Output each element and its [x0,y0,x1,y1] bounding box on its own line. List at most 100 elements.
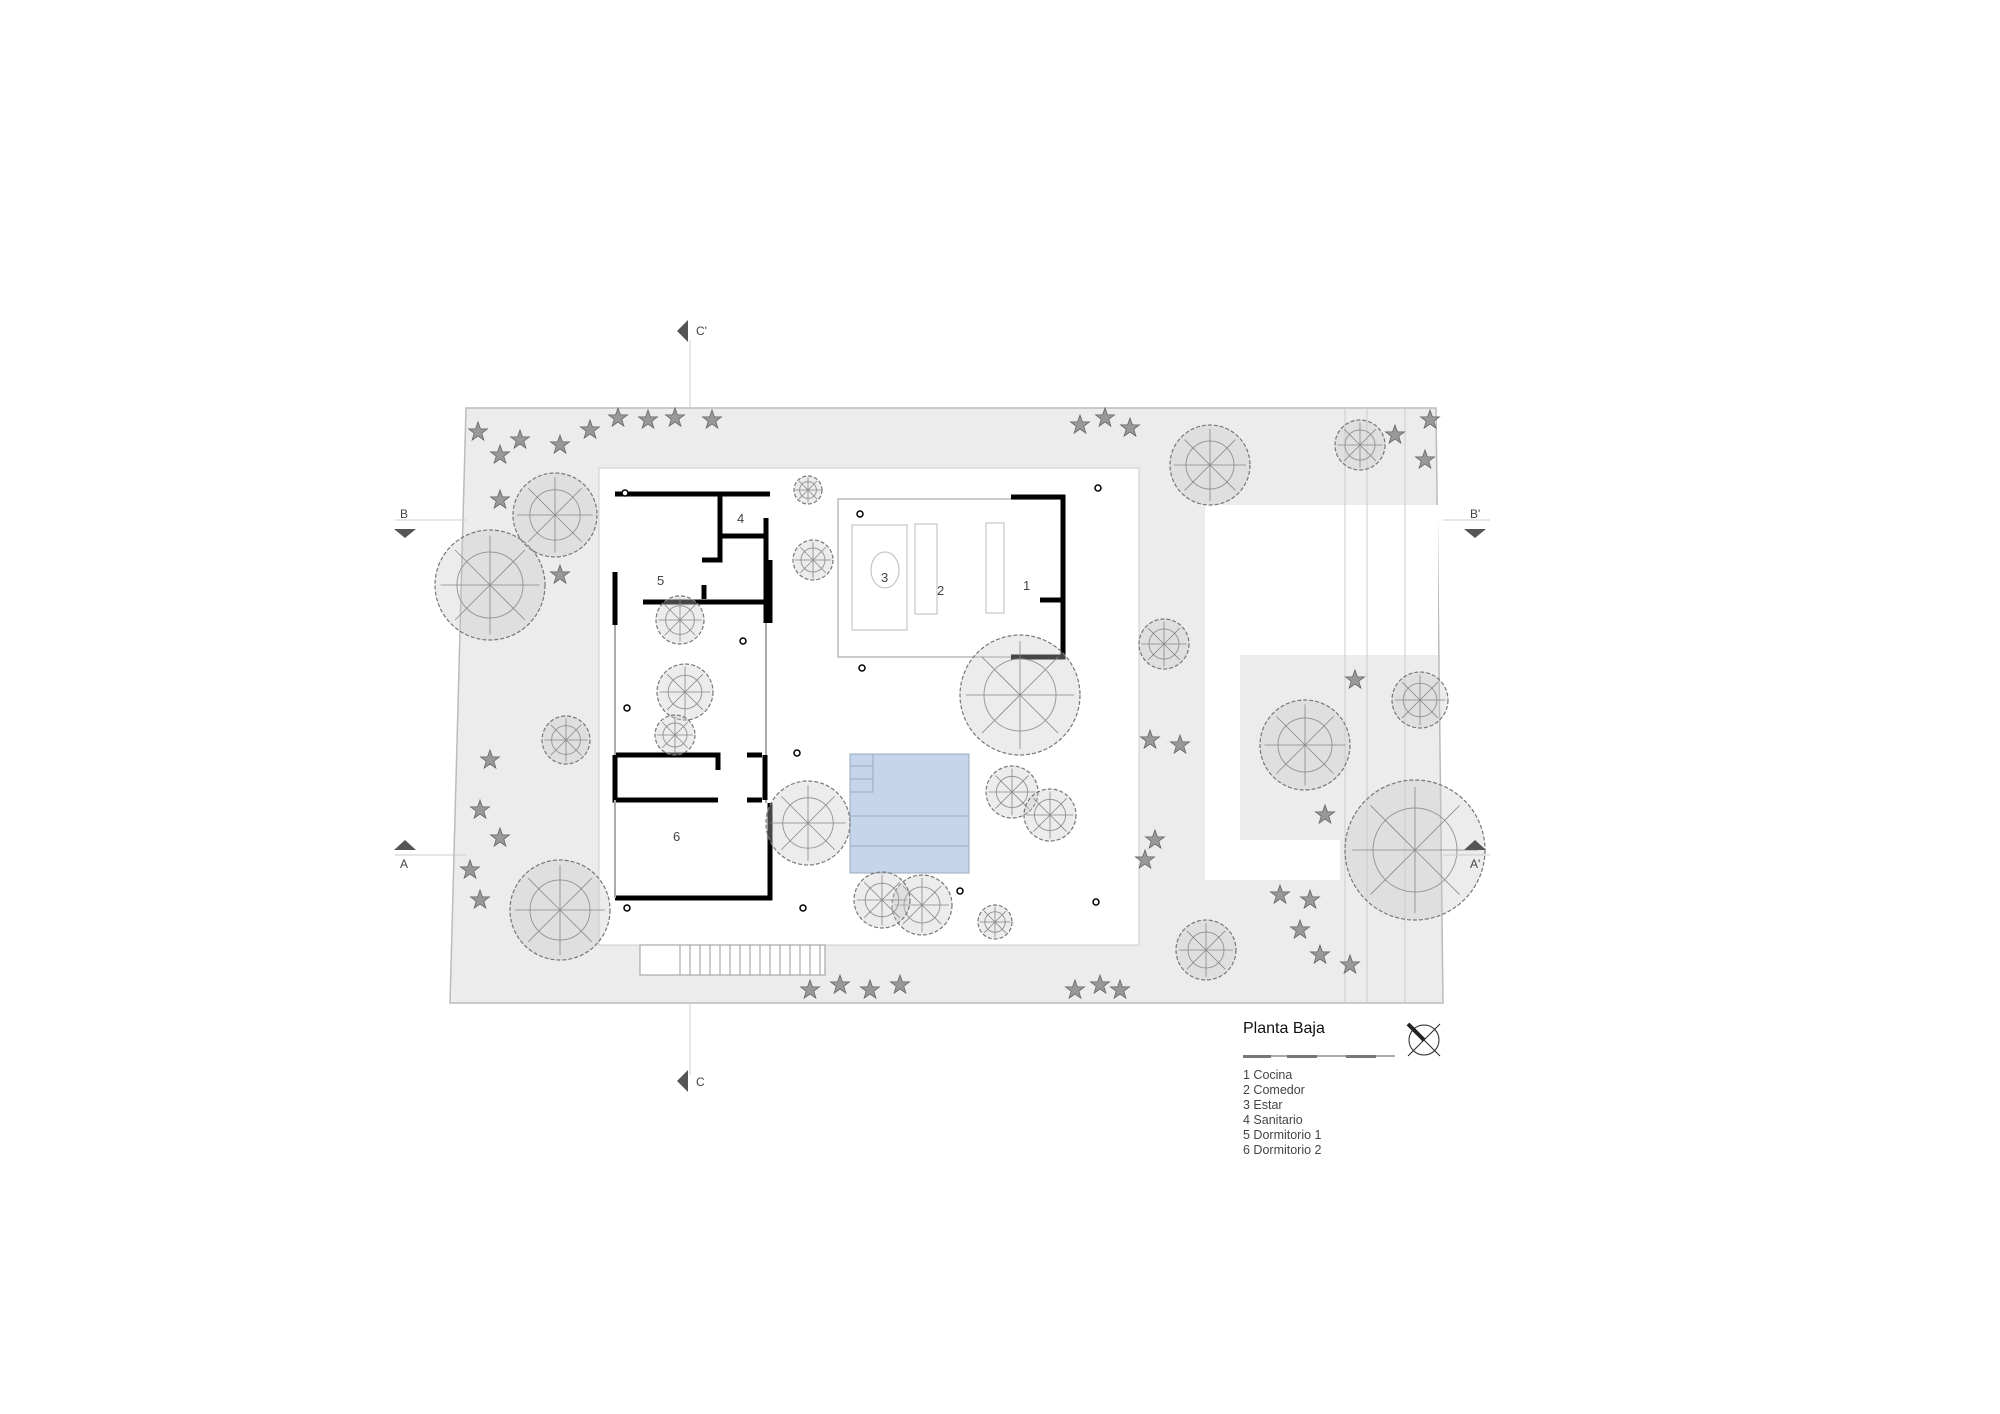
shrub-icon [1119,416,1141,438]
room-number-5: 5 [657,573,664,588]
pool-steps [850,754,969,847]
shrub-icon [1314,803,1336,825]
legend-item: 6 Dormitorio 2 [1243,1143,1322,1157]
shrub-icon [607,406,629,428]
shrub-icon [1109,978,1131,1000]
columns [621,484,1102,912]
shrub-icon [1299,888,1321,910]
shrub-icon [1064,978,1086,1000]
section-label-b-left: B [400,507,408,521]
shrub-icon [829,973,851,995]
column [799,904,807,912]
column [956,887,964,895]
section-label-c-top: C' [696,324,707,338]
section-marker-icon [394,529,416,538]
shrub-icon [701,408,723,430]
shrub-icon [1139,728,1161,750]
tree-icon [891,874,953,936]
shrub-icon [1344,668,1366,690]
shrub-icon [637,408,659,430]
shrub-icon [664,406,686,428]
glazing [614,623,767,898]
tree-icon [985,765,1039,819]
column [623,904,631,912]
tree-icon [793,475,823,505]
tree-icon [1334,419,1386,471]
shrub-icon [1309,943,1331,965]
column [1094,484,1102,492]
column [1092,898,1100,906]
shrub-icon [1384,423,1406,445]
legend-item: 1 Cocina [1243,1068,1293,1082]
tree-icon [1138,618,1190,670]
tree-icon [792,539,834,581]
scale-bar-icon [1243,1055,1395,1058]
shrub-icon [1419,408,1441,430]
shrub-icon [509,428,531,450]
room-number-1: 1 [1023,578,1030,593]
room-number-6: 6 [673,829,680,844]
column [739,637,747,645]
tree-icon [1169,424,1251,506]
section-marker-icon [394,840,416,850]
legend-item: 5 Dormitorio 1 [1243,1128,1322,1142]
tree-icon [434,529,546,641]
pool [849,753,970,874]
plan-title: Planta Baja [1243,1020,1325,1037]
trees [434,406,1486,1000]
shrub-icon [549,433,571,455]
tree-icon [656,663,714,721]
tree-icon [512,472,598,558]
section-label-a-right: A' [1470,857,1480,871]
shrub-icon [469,888,491,910]
tree-icon [977,904,1013,940]
entry-stairs [639,944,826,976]
section-marker-icon [677,320,688,342]
legend-item: 3 Estar [1243,1098,1283,1112]
shrub-icon [489,443,511,465]
tree-icon [1175,919,1237,981]
column [793,749,801,757]
shrub-icon [469,798,491,820]
legend-item: 4 Sanitario [1243,1113,1303,1127]
shrub-icon [1134,848,1156,870]
shrub-icon [467,420,489,442]
legend-item: 2 Comedor [1243,1083,1305,1097]
tree-icon [1259,699,1351,791]
section-marker-icon [677,1070,688,1092]
room-number-3: 3 [881,570,888,585]
shrub-icon [479,748,501,770]
shrub-icon [489,488,511,510]
tree-icon [959,634,1081,756]
tree-icon [654,714,696,756]
side-path [1205,655,1240,880]
side-court [1240,840,1340,880]
shrub-icon [1094,406,1116,428]
north-arrow-icon [1406,1022,1441,1057]
driveway [1205,505,1438,655]
legend: Planta Baja 1 Cocina 2 Comedor 3 Estar 4… [1243,1020,1325,1158]
room-number-2: 2 [937,583,944,598]
section-label-a-left: A [400,857,408,871]
section-label-b-right: B' [1470,507,1480,521]
room-number-4: 4 [737,511,744,526]
column [856,510,864,518]
shrub-icon [579,418,601,440]
kitchen-furniture [851,522,1005,631]
shrub-icon [1289,918,1311,940]
tree-icon [1344,779,1486,921]
column [621,489,629,497]
shrub-icon [1269,883,1291,905]
tree-icon [509,859,611,961]
shrub-icon [889,973,911,995]
shrub-icon [1414,448,1436,470]
section-marker-icon [1464,840,1486,850]
tree-icon [541,715,591,765]
shrub-icon [1339,953,1361,975]
column [623,704,631,712]
shrub-icon [549,563,571,585]
shrub-icon [799,978,821,1000]
shrub-icon [459,858,481,880]
shrub-icon [1069,413,1091,435]
